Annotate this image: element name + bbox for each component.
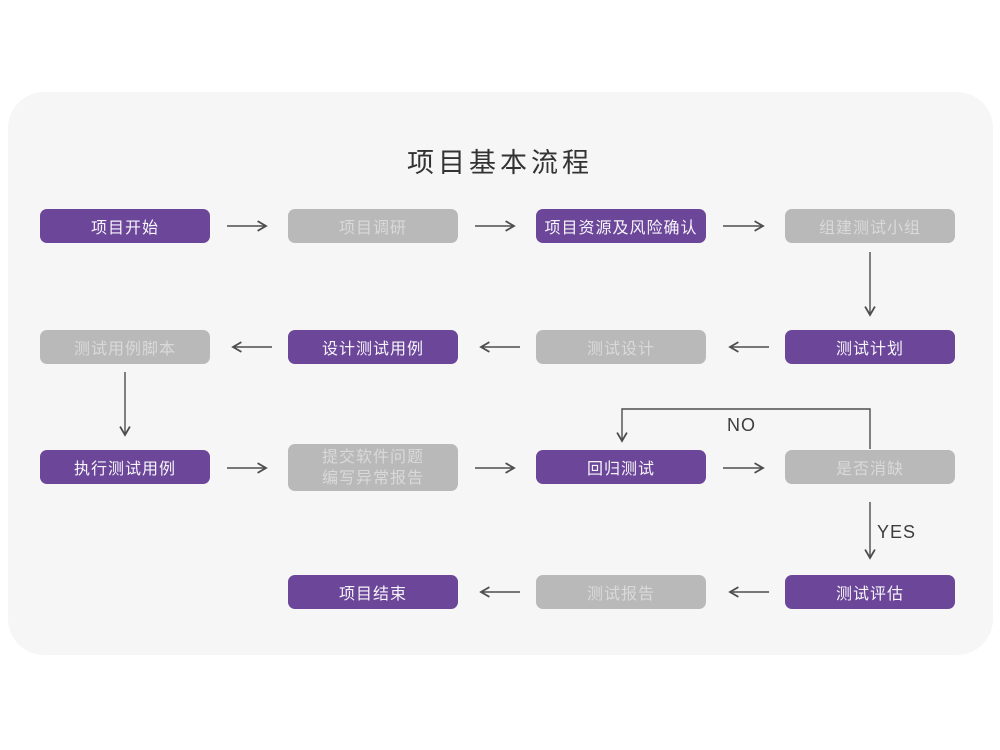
- page-title: 项目基本流程: [407, 148, 593, 178]
- branch-label-no: NO: [727, 415, 756, 435]
- node-submit-issue: 提交软件问题 编写异常报告: [288, 444, 458, 491]
- node-test-evaluate: 测试评估: [785, 575, 955, 609]
- node-submit-issue-line2: 编写异常报告: [321, 469, 424, 487]
- node-execute-case: 执行测试用例: [40, 450, 210, 484]
- node-project-research: 项目调研: [288, 209, 458, 243]
- node-test-plan: 测试计划: [785, 330, 955, 364]
- node-test-design: 测试设计: [536, 330, 706, 364]
- node-submit-issue-line1: 提交软件问题: [321, 448, 424, 466]
- node-build-team: 组建测试小组: [785, 209, 955, 243]
- node-case-script: 测试用例脚本: [40, 330, 210, 364]
- node-defect-cleared: 是否消缺: [785, 450, 955, 484]
- node-risk-confirm: 项目资源及风险确认: [536, 209, 706, 243]
- flowchart-card: [8, 92, 993, 655]
- branch-label-yes: YES: [877, 522, 917, 542]
- node-test-report: 测试报告: [536, 575, 706, 609]
- node-project-start: 项目开始: [40, 209, 210, 243]
- node-design-case: 设计测试用例: [288, 330, 458, 364]
- node-project-end: 项目结束: [288, 575, 458, 609]
- node-regression-test: 回归测试: [536, 450, 706, 484]
